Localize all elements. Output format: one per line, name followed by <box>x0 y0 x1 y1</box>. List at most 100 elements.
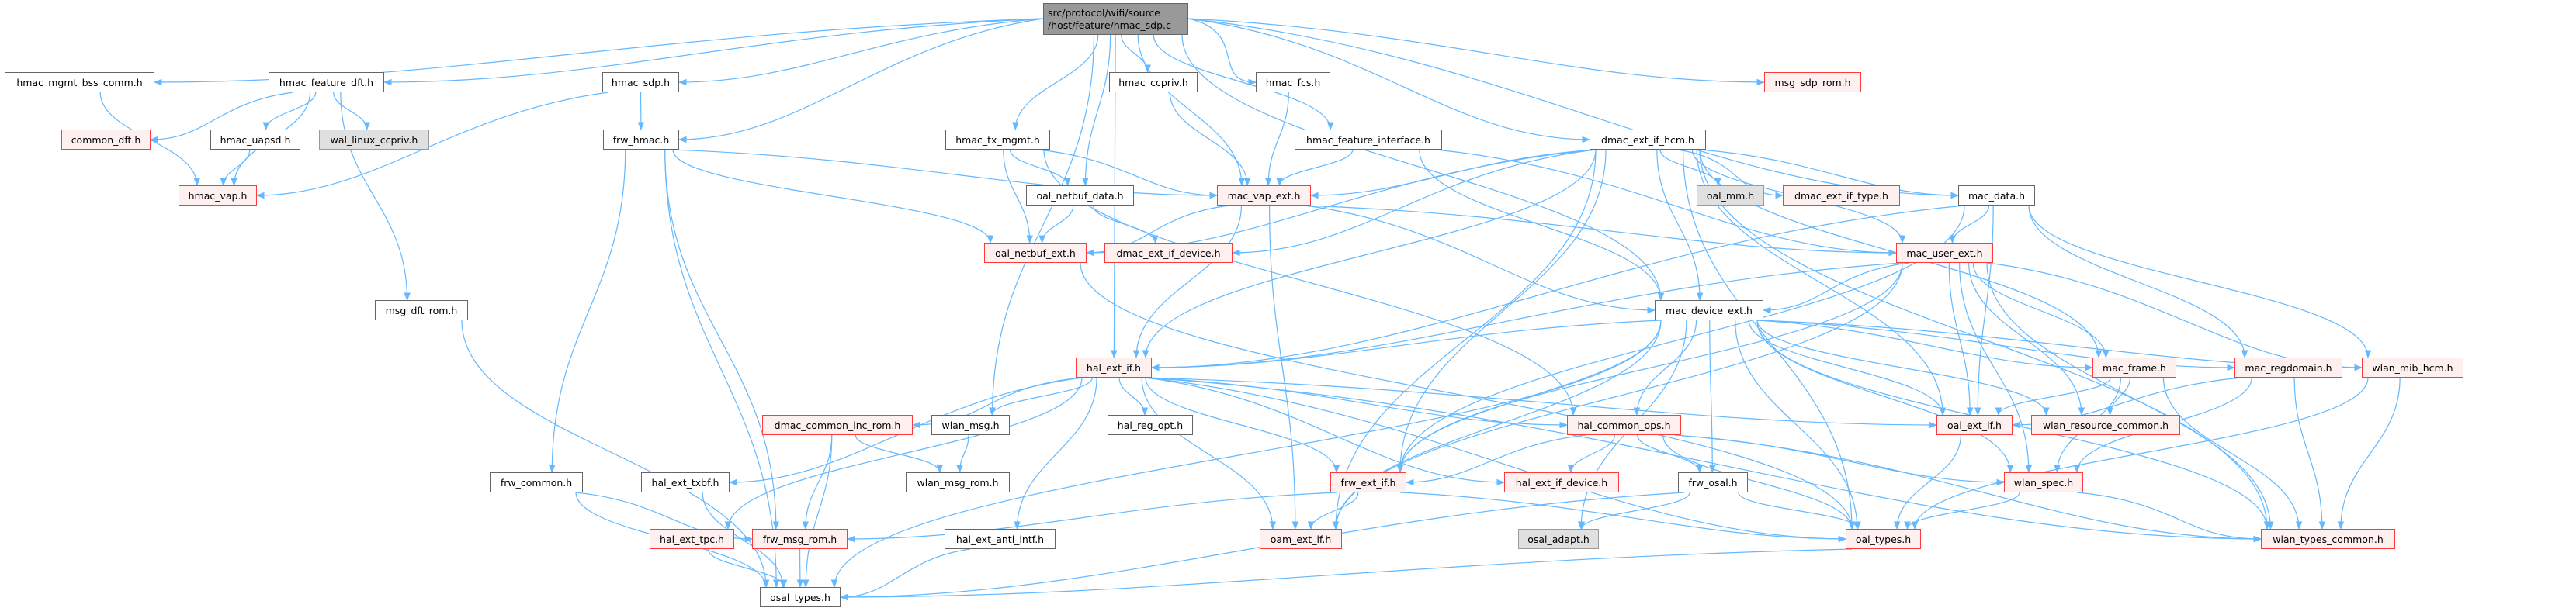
edge-mac-data-to-hal-ext-if <box>1150 205 1965 371</box>
node-oal-netbuf-data[interactable]: oal_netbuf_data.h <box>1026 185 1134 206</box>
node-label: hal_common_ops.h <box>1577 419 1671 431</box>
node-hal-ext-if[interactable]: hal_ext_if.h <box>1076 358 1152 378</box>
node-oal-mm[interactable]: oal_mm.h <box>1697 185 1764 206</box>
node-hal-ext-anti-intf[interactable]: hal_ext_anti_intf.h <box>945 529 1056 549</box>
node-wal-linux-ccpriv[interactable]: wal_linux_ccpriv.h <box>319 130 429 150</box>
edge-mac-device-ext-to-hal-ext-if <box>1150 320 1662 371</box>
node-oam-ext-if[interactable]: oam_ext_if.h <box>1260 529 1342 549</box>
node-hmac-mgmt-bss-comm[interactable]: hmac_mgmt_bss_comm.h <box>5 72 154 92</box>
node-wlan-msg[interactable]: wlan_msg.h <box>931 415 1010 435</box>
edge-mac-vap-ext-to-oam-ext-if <box>1269 205 1299 530</box>
edge-root-to-oal-netbuf-data <box>1082 34 1111 187</box>
node-oal-netbuf-ext[interactable]: oal_netbuf_ext.h <box>984 243 1087 263</box>
node-label: hmac_mgmt_bss_comm.h <box>16 76 143 88</box>
edge-hmac-sdp-to-hmac-vap <box>255 92 609 199</box>
edge-hal-common-ops-to-frw-ext-if <box>1405 434 1586 486</box>
edge-hal-ext-txbf-to-osal-types <box>702 492 787 589</box>
node-label: frw_common.h <box>500 476 573 489</box>
node-frw-osal[interactable]: frw_osal.h <box>1678 472 1748 492</box>
edge-root-to-mac-device-ext <box>1181 34 1665 302</box>
node-msg-sdp-rom[interactable]: msg_sdp_rom.h <box>1764 72 1861 92</box>
node-label: frw_osal.h <box>1688 476 1738 489</box>
node-wlan-mib-hcm[interactable]: wlan_mib_hcm.h <box>2362 358 2463 378</box>
node-mac-data[interactable]: mac_data.h <box>1958 185 2035 206</box>
edge-mac-user-ext-to-hal-ext-if <box>1150 262 1903 371</box>
edge-hmac-feature-dft-to-msg-dft-rom <box>340 92 411 302</box>
edge-hmac-tx-mgmt-to-oal-netbuf-ext <box>1003 149 1034 244</box>
node-mac-frame[interactable]: mac_frame.h <box>2092 358 2176 378</box>
node-hmac-feature-dft[interactable]: hmac_feature_dft.h <box>269 72 384 92</box>
edge-frw-osal-to-oal-types <box>1738 492 1861 530</box>
edge-mac-device-ext-to-hal-common-ops <box>1633 320 1697 416</box>
node-frw-hmac[interactable]: frw_hmac.h <box>603 130 679 150</box>
root-file-path-line1: src/protocol/wifi/source <box>1048 6 1160 19</box>
edge-hal-ext-if-to-hal-ext-if-device <box>1145 377 1506 486</box>
node-label: oal_ext_if.h <box>1947 419 2002 431</box>
node-wlan-spec[interactable]: wlan_spec.h <box>2004 472 2083 492</box>
root-file-node[interactable]: src/protocol/wifi/source /host/feature/h… <box>1043 3 1188 35</box>
edge-frw-osal-to-osal-types <box>839 492 1685 601</box>
node-mac-device-ext[interactable]: mac_device_ext.h <box>1655 300 1763 320</box>
edge-mac-device-ext-to-oal-types <box>1735 320 1861 530</box>
edge-hmac-uapsd-to-hmac-vap <box>220 149 251 187</box>
node-hal-reg-opt[interactable]: hal_reg_opt.h <box>1108 415 1193 435</box>
node-osal-adapt[interactable]: osal_adapt.h <box>1518 529 1599 549</box>
node-label: hal_ext_if.h <box>1086 361 1142 374</box>
node-wlan-msg-rom[interactable]: wlan_msg_rom.h <box>906 472 1010 492</box>
node-hal-ext-tpc[interactable]: hal_ext_tpc.h <box>650 529 734 549</box>
root-file-path-line2: /host/feature/hmac_sdp.c <box>1048 19 1171 31</box>
edge-dmac-ext-if-hcm-to-frw-ext-if <box>1396 149 1607 474</box>
edge-wlan-mib-hcm-to-wlan-types-common <box>2337 377 2401 530</box>
node-dmac-common-inc-rom[interactable]: dmac_common_inc_rom.h <box>762 415 913 435</box>
node-label: msg_sdp_rom.h <box>1774 76 1851 88</box>
node-mac-regdomain[interactable]: mac_regdomain.h <box>2234 358 2342 378</box>
node-label: wlan_resource_common.h <box>2042 419 2169 431</box>
node-dmac-ext-if-device[interactable]: dmac_ext_if_device.h <box>1104 243 1233 263</box>
edge-mac-data-to-mac-user-ext <box>1949 205 1990 244</box>
node-frw-ext-if[interactable]: frw_ext_if.h <box>1330 472 1406 492</box>
node-frw-msg-rom[interactable]: frw_msg_rom.h <box>752 529 848 549</box>
edge-hal-ext-if-to-hal-ext-txbf <box>728 377 1083 486</box>
edge-mac-user-ext-to-wlan-mib-hcm <box>1986 262 2363 371</box>
node-label: common_dft.h <box>71 133 141 146</box>
edge-mac-regdomain-to-wlan-types-common <box>2293 377 2326 530</box>
node-hmac-uapsd[interactable]: hmac_uapsd.h <box>210 130 300 150</box>
node-osal-types[interactable]: osal_types.h <box>760 587 841 607</box>
node-hal-common-ops[interactable]: hal_common_ops.h <box>1567 415 1681 435</box>
edge-dmac-ext-if-hcm-to-mac-device-ext <box>1656 149 1704 302</box>
node-hmac-tx-mgmt[interactable]: hmac_tx_mgmt.h <box>945 130 1050 150</box>
node-label: wlan_msg_rom.h <box>917 476 999 489</box>
edge-root-to-frw-hmac <box>678 18 1044 143</box>
node-label: mac_user_ext.h <box>1906 247 1983 259</box>
node-hmac-feature-interface[interactable]: hmac_feature_interface.h <box>1295 130 1442 150</box>
edge-dmac-ext-if-hcm-to-mac-data <box>1699 149 1960 199</box>
node-msg-dft-rom[interactable]: msg_dft_rom.h <box>375 300 468 320</box>
node-label: dmac_ext_if_hcm.h <box>1601 133 1694 146</box>
edge-hmac-feature-dft-to-wal-linux-ccpriv <box>333 92 371 131</box>
edge-frw-hmac-to-mac-vap-ext <box>672 149 1219 199</box>
node-label: hal_ext_if_device.h <box>1515 476 1608 489</box>
node-label: frw_msg_rom.h <box>762 533 837 545</box>
node-frw-common[interactable]: frw_common.h <box>490 472 583 492</box>
node-oal-types[interactable]: oal_types.h <box>1846 529 1921 549</box>
node-hmac-ccpriv[interactable]: hmac_ccpriv.h <box>1109 72 1198 92</box>
node-hmac-fcs[interactable]: hmac_fcs.h <box>1256 72 1330 92</box>
node-hal-ext-if-device[interactable]: hal_ext_if_device.h <box>1504 472 1619 492</box>
edge-wlan-spec-to-wlan-types-common <box>2076 492 2262 543</box>
node-oal-ext-if[interactable]: oal_ext_if.h <box>1936 415 2013 435</box>
node-dmac-ext-if-hcm[interactable]: dmac_ext_if_hcm.h <box>1590 130 1706 150</box>
node-common-dft[interactable]: common_dft.h <box>61 130 151 150</box>
node-wlan-types-common[interactable]: wlan_types_common.h <box>2261 529 2395 549</box>
node-hmac-sdp[interactable]: hmac_sdp.h <box>602 72 679 92</box>
node-dmac-ext-if-type[interactable]: dmac_ext_if_type.h <box>1783 185 1900 206</box>
node-label: hal_ext_txbf.h <box>651 476 719 489</box>
node-hmac-vap[interactable]: hmac_vap.h <box>179 185 257 206</box>
edge-hal-ext-anti-intf-to-osal-types <box>839 548 970 601</box>
node-label: frw_ext_if.h <box>1340 476 1396 489</box>
node-wlan-resource-common[interactable]: wlan_resource_common.h <box>2031 415 2180 435</box>
edge-dmac-ext-if-hcm-to-oam-ext-if <box>1332 149 1597 530</box>
node-hal-ext-txbf[interactable]: hal_ext_txbf.h <box>641 472 730 492</box>
edge-hal-ext-if-to-hal-common-ops <box>1145 377 1569 429</box>
node-mac-user-ext[interactable]: mac_user_ext.h <box>1896 243 1993 263</box>
node-mac-vap-ext[interactable]: mac_vap_ext.h <box>1217 185 1311 206</box>
